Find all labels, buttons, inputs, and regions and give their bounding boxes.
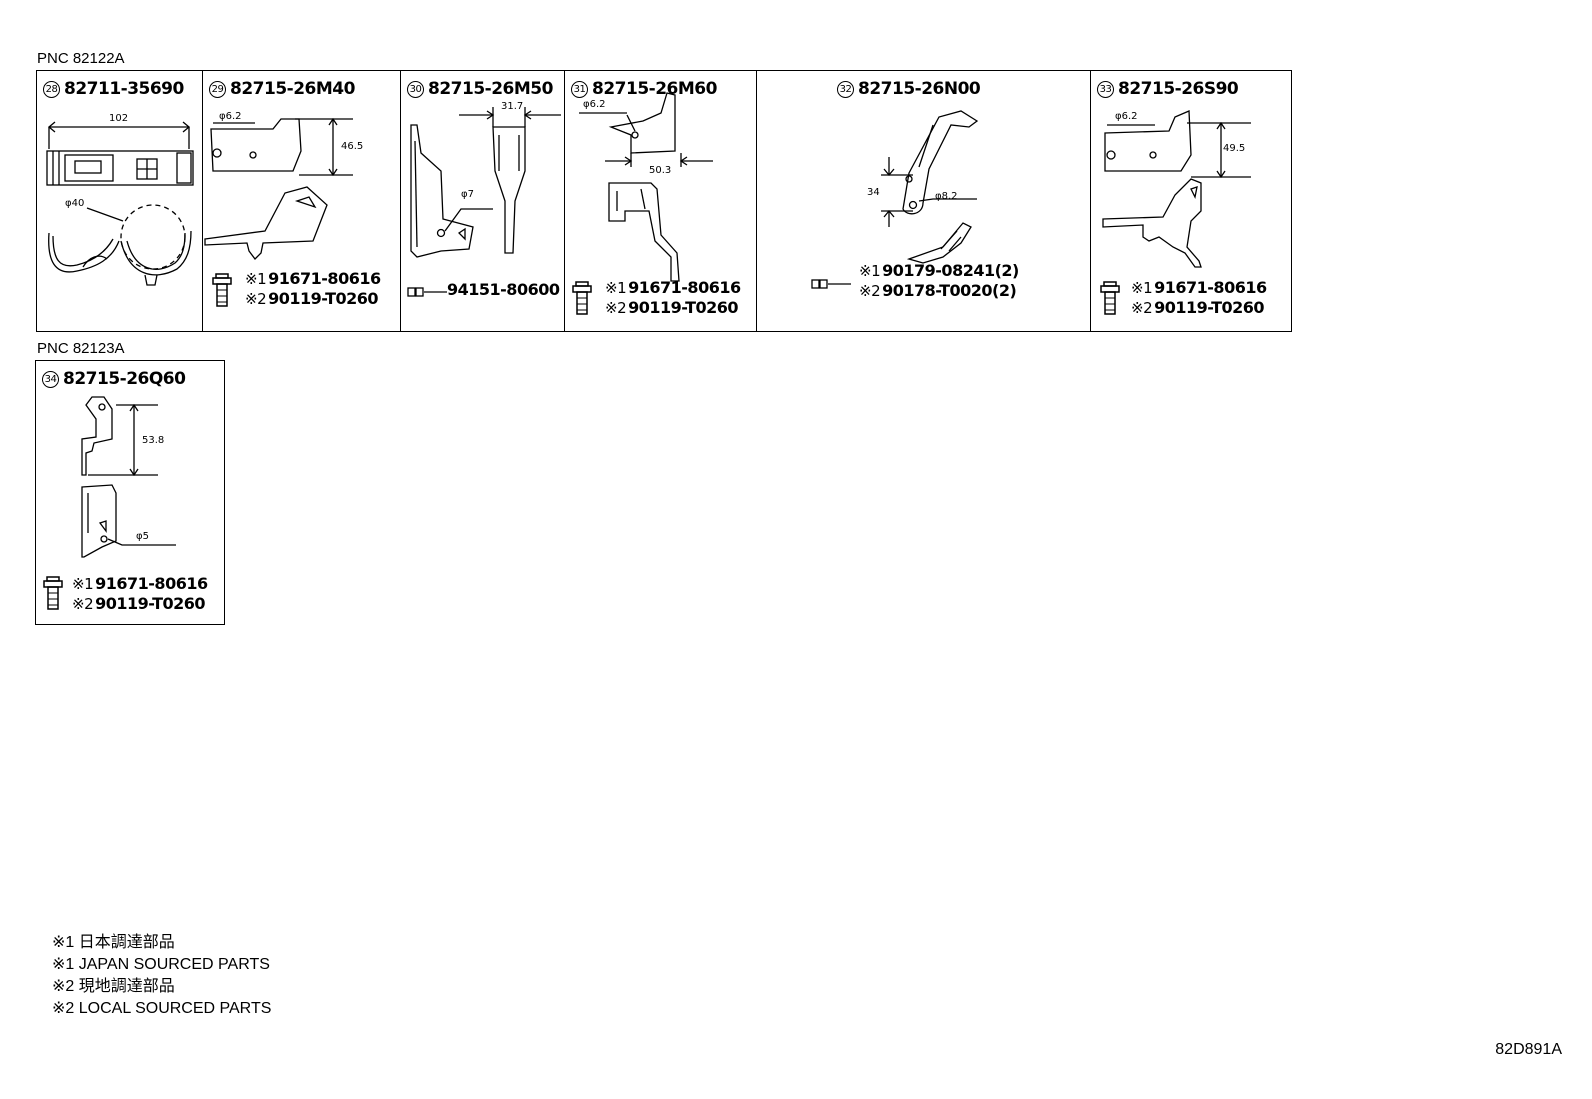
mark-2: ※2 — [859, 282, 881, 300]
part-header-33: 33 82715-26S90 — [1097, 79, 1239, 99]
parts-panel-82122a: 28 82711-35690 102 φ40 2 — [36, 70, 1292, 332]
bracket-drawing-29 — [204, 117, 353, 260]
mark-2: ※2 — [605, 299, 627, 317]
part-header-30: 30 82715-26M50 — [407, 79, 553, 99]
part-header-32: 32 82715-26N00 — [837, 79, 981, 99]
dim-height-34: 53.8 — [142, 435, 165, 446]
item-number-28: 28 — [43, 80, 60, 98]
clamp-drawing-28 — [46, 121, 194, 286]
bolt-icon — [571, 281, 595, 321]
legend-line-2: ※1 JAPAN SOURCED PARTS — [52, 956, 270, 973]
mark-2: ※2 — [72, 595, 94, 613]
dim-height-32: 34 — [867, 187, 880, 198]
dim-width-31: 50.3 — [649, 165, 672, 176]
diagram-code: 82D891A — [1495, 1041, 1562, 1058]
bolt-pn-1: 91671-80616 — [628, 278, 741, 297]
bolt-pn-1: 91671-80616 — [268, 269, 381, 288]
bracket-drawing-34 — [81, 396, 176, 558]
item-number-34: 34 — [42, 370, 59, 388]
item-number-31: 31 — [571, 80, 588, 98]
bracket-drawing-31 — [579, 92, 713, 282]
mark-1: ※1 — [1131, 279, 1153, 297]
dim-hole-34: φ5 — [136, 531, 149, 542]
part-number-31: 82715-26M60 — [592, 79, 717, 99]
mark-1: ※1 — [605, 279, 627, 297]
mark-1: ※1 — [859, 262, 881, 280]
legend-line-1: ※1 日本調達部品 — [52, 934, 175, 951]
sourcing-legend: ※1 日本調達部品 ※1 JAPAN SOURCED PARTS ※2 現地調達… — [52, 932, 271, 1020]
dim-diameter-28: φ40 — [65, 198, 85, 209]
dim-height-33: 49.5 — [1223, 143, 1246, 154]
part-number-34: 82715-26Q60 — [63, 369, 186, 389]
dim-hole-32: φ8.2 — [935, 191, 958, 202]
bolt-pn-1: 91671-80616 — [95, 574, 208, 593]
item-number-29: 29 — [209, 80, 226, 98]
bracket-drawing-33 — [1102, 110, 1251, 268]
part-cell-28[interactable]: 28 82711-35690 102 φ40 — [37, 71, 203, 331]
part-number-29: 82715-26M40 — [230, 79, 355, 99]
bolt-pn-1: 91671-80616 — [1154, 278, 1267, 297]
bolt-icon — [211, 273, 235, 313]
bolt-icon — [42, 576, 66, 616]
legend-line-4: ※2 LOCAL SOURCED PARTS — [52, 1000, 272, 1017]
mark-1: ※1 — [245, 270, 267, 288]
bracket-drawing-30 — [410, 107, 561, 258]
bolt-pn-2: 90119-T0260 — [628, 298, 739, 317]
item-number-33: 33 — [1097, 80, 1114, 98]
clip-part-number-30: 94151-80600 — [447, 280, 560, 299]
part-header-34: 34 82715-26Q60 — [42, 369, 186, 389]
clip-icon — [811, 277, 857, 295]
part-number-30: 82715-26M50 — [428, 79, 553, 99]
part-number-33: 82715-26S90 — [1118, 79, 1239, 99]
part-number-32: 82715-26N00 — [858, 79, 981, 99]
bolt-pn-2: 90119-T0260 — [268, 289, 379, 308]
clip-icon — [407, 285, 453, 303]
bracket-drawing-32 — [881, 110, 979, 264]
dim-hole-33: φ6.2 — [1115, 111, 1138, 122]
dim-hole-31: φ6.2 — [583, 99, 606, 110]
pnc-label-82122a: PNC 82122A — [37, 50, 125, 67]
bolt-icon — [1099, 281, 1123, 321]
dim-length-28: 102 — [109, 113, 129, 124]
bolt-pn-2: 90178-T0020(2) — [882, 281, 1017, 300]
part-cell-30[interactable]: 30 82715-26M50 31.7 φ7 94151-80600 — [401, 71, 565, 331]
dim-height-29: 46.5 — [341, 141, 364, 152]
item-number-32: 32 — [837, 80, 854, 98]
mark-1: ※1 — [72, 575, 94, 593]
mark-2: ※2 — [1131, 299, 1153, 317]
pnc-label-82123a: PNC 82123A — [37, 340, 125, 357]
bolt-pn-2: 90119-T0260 — [95, 594, 206, 613]
mark-2: ※2 — [245, 290, 267, 308]
dim-width-30: 31.7 — [501, 101, 524, 112]
legend-line-3: ※2 現地調達部品 — [52, 978, 175, 995]
bolt-pn-2: 90119-T0260 — [1154, 298, 1265, 317]
item-number-30: 30 — [407, 80, 424, 98]
dim-hole-30: φ7 — [461, 189, 474, 200]
bolt-pn-1: 90179-08241(2) — [882, 261, 1019, 280]
part-header-29: 29 82715-26M40 — [209, 79, 355, 99]
dim-hole-29: φ6.2 — [219, 111, 242, 122]
part-header-31: 31 82715-26M60 — [571, 79, 717, 99]
part-header-28: 28 82711-35690 — [43, 79, 184, 99]
part-number-28: 82711-35690 — [64, 79, 184, 99]
